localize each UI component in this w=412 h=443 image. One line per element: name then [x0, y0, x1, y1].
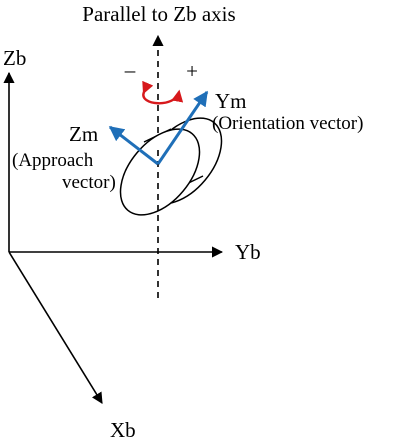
rotation-arrow	[142, 80, 184, 105]
parallel-axis-label: Parallel to Zb axis	[82, 2, 235, 26]
rotation-minus-label: –	[124, 58, 136, 82]
zm-sublabel-line2: vector)	[62, 172, 116, 193]
xb-label: Xb	[110, 418, 136, 442]
yb-label: Yb	[235, 240, 261, 264]
zm-label: Zm	[69, 122, 98, 146]
xb-axis	[8, 251, 103, 404]
rotation-plus-label: +	[186, 59, 198, 83]
ym-label: Ym	[215, 89, 247, 113]
zm-vector	[108, 125, 159, 166]
ym-sublabel: (Orientation vector)	[212, 113, 363, 134]
ym-vector	[156, 90, 209, 165]
zb-label: Zb	[3, 46, 26, 70]
zm-sublabel-line1: (Approach	[12, 150, 94, 171]
